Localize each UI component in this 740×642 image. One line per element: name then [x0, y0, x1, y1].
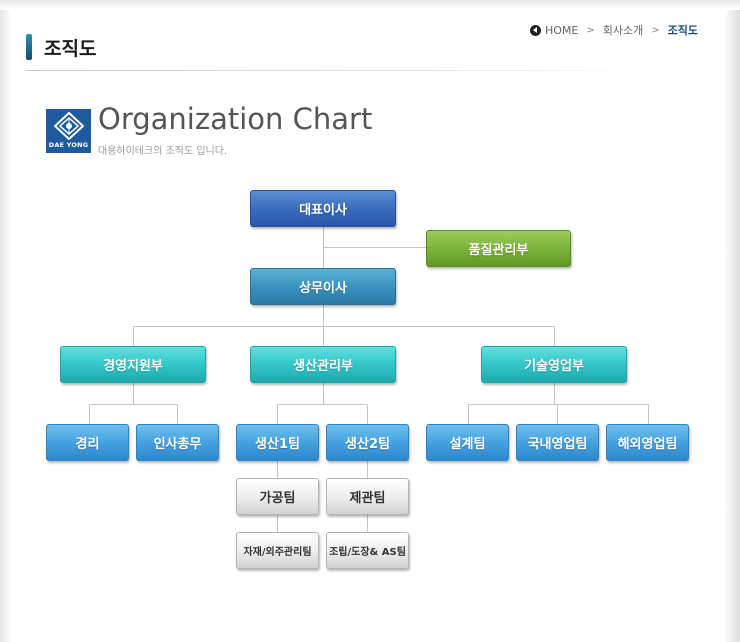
company-logo: DAE YONG — [46, 109, 91, 153]
breadcrumb: HOME > 회사소개 > 조직도 — [529, 22, 698, 38]
org-box-design: 설계팀 — [426, 424, 509, 461]
chevron-right-icon: > — [651, 24, 660, 36]
page-title: 조직도 — [44, 38, 97, 60]
org-box-materials-outsourcing: 자재/외주관리팀 — [236, 532, 319, 569]
org-box-executive: 상무이사 — [250, 268, 396, 305]
org-box-processing: 가공팀 — [236, 478, 319, 515]
logo-emblem-icon — [53, 112, 84, 140]
title-marker-bar — [26, 34, 32, 60]
org-box-production-management: 생산관리부 — [250, 346, 396, 383]
org-box-technical-sales: 기술영업부 — [481, 346, 627, 383]
org-box-domestic-sales: 국내영업팀 — [516, 424, 599, 461]
chevron-right-icon: > — [586, 24, 595, 36]
breadcrumb-home[interactable]: HOME — [544, 23, 579, 37]
breadcrumb-section[interactable]: 회사소개 — [602, 24, 644, 37]
title-divider — [26, 70, 638, 71]
org-box-production2: 생산2팀 — [326, 424, 409, 461]
org-box-hr-general: 인사총무 — [136, 424, 219, 461]
org-box-management-support: 경영지원부 — [60, 346, 206, 383]
org-box-ceo: 대표이사 — [250, 190, 396, 227]
section-heading: Organization Chart — [98, 102, 373, 136]
org-box-accounting: 경리 — [46, 424, 129, 461]
org-box-production1: 생산1팀 — [236, 424, 319, 461]
top-shade — [0, 0, 740, 10]
org-box-assembly-painting-as: 조립/도장& AS팀 — [326, 532, 409, 569]
breadcrumb-current: 조직도 — [667, 24, 698, 37]
section-subheading: 대용하이테크의 조직도 입니다. — [98, 146, 228, 157]
home-arrow-icon[interactable] — [529, 24, 541, 36]
org-box-can-making: 제관팀 — [326, 478, 409, 515]
org-box-overseas-sales: 해외영업팀 — [606, 424, 689, 461]
logo-text: DAE YONG — [48, 141, 89, 149]
org-box-quality: 품질관리부 — [426, 230, 571, 267]
